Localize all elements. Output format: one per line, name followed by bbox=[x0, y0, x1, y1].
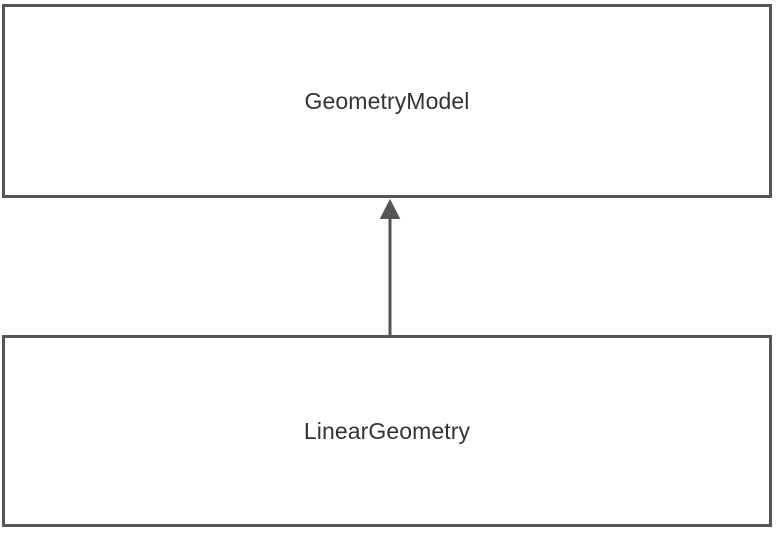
class-name-lineargeometry: LinearGeometry bbox=[303, 417, 471, 444]
class-name-geometrymodel: GeometryModel bbox=[304, 87, 470, 114]
class-box-geometrymodel[interactable]: GeometryModel bbox=[2, 4, 772, 198]
class-box-lineargeometry[interactable]: LinearGeometry bbox=[2, 335, 772, 527]
generalization-arrowhead-icon bbox=[379, 198, 401, 219]
